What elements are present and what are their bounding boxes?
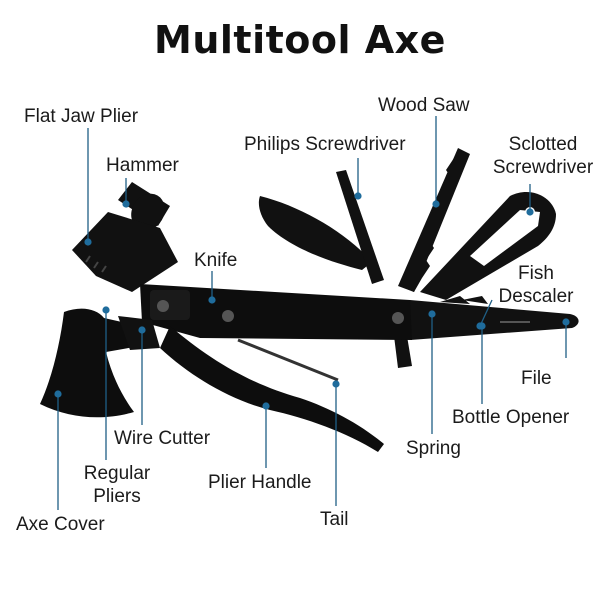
- label-wire-cutter: Wire Cutter: [114, 428, 211, 449]
- label-hammer: Hammer: [106, 155, 179, 176]
- leader-dot-sclotted-screwdriver: [526, 208, 534, 216]
- label-file: File: [521, 368, 552, 389]
- label-sclotted-screwdriver-line2: Screwdriver: [492, 157, 594, 178]
- label-wood-saw: Wood Saw: [378, 95, 470, 116]
- leader-dot-wire-cutter: [138, 326, 146, 334]
- leader-dot-tail: [332, 380, 340, 388]
- label-spring: Spring: [406, 438, 461, 459]
- main-handle: [140, 284, 412, 340]
- leader-dot-axe-cover: [54, 390, 62, 398]
- wood-saw-teeth: [400, 158, 454, 292]
- label-tail: Tail: [320, 509, 349, 530]
- label-regular-pliers-line1: Regular: [83, 463, 151, 484]
- tail-rod: [237, 338, 339, 382]
- label-fish-descaler: Fish Descaler: [488, 262, 584, 308]
- philips-screwdriver-shaft: [336, 170, 384, 284]
- leader-dot-plier-handle: [262, 402, 270, 410]
- leader-dot-regular-pliers: [102, 306, 110, 314]
- flat-jaw-plier: [72, 212, 178, 292]
- label-knife: Knife: [194, 250, 238, 271]
- knife-blade: [258, 196, 372, 270]
- leader-line-fish-descaler: [479, 299, 493, 327]
- label-regular-pliers: Regular Pliers: [70, 462, 164, 508]
- label-sclotted-screwdriver: Sclotted Screwdriver: [486, 133, 600, 179]
- label-philips-screwdriver: Philips Screwdriver: [244, 134, 406, 155]
- leader-dot-wood-saw: [432, 200, 440, 208]
- fish-descaler-file: [410, 300, 579, 340]
- leader-dot-bottle-opener: [478, 322, 486, 330]
- leader-dot-file: [562, 318, 570, 326]
- leader-dot-knife: [208, 296, 216, 304]
- label-fish-descaler-line2: Descaler: [498, 286, 574, 307]
- label-plier-handle: Plier Handle: [208, 472, 312, 493]
- label-sclotted-screwdriver-line1: Sclotted: [508, 134, 578, 155]
- diagram-title: Multitool Axe: [154, 18, 446, 62]
- leader-dot-spring: [428, 310, 436, 318]
- label-regular-pliers-line2: Pliers: [93, 486, 141, 507]
- leader-dot-flat-jaw-plier: [84, 238, 92, 246]
- axe-head: [40, 308, 140, 418]
- label-axe-cover: Axe Cover: [16, 514, 105, 535]
- leader-dot-hammer: [122, 200, 130, 208]
- plier-handle: [160, 326, 384, 452]
- label-fish-descaler-line1: Fish: [518, 263, 554, 284]
- label-bottle-opener: Bottle Opener: [452, 407, 570, 428]
- leader-dot-philips-screwdriver: [354, 192, 362, 200]
- label-flat-jaw-plier: Flat Jaw Plier: [24, 106, 139, 127]
- regular-pliers-jaw: [118, 316, 160, 350]
